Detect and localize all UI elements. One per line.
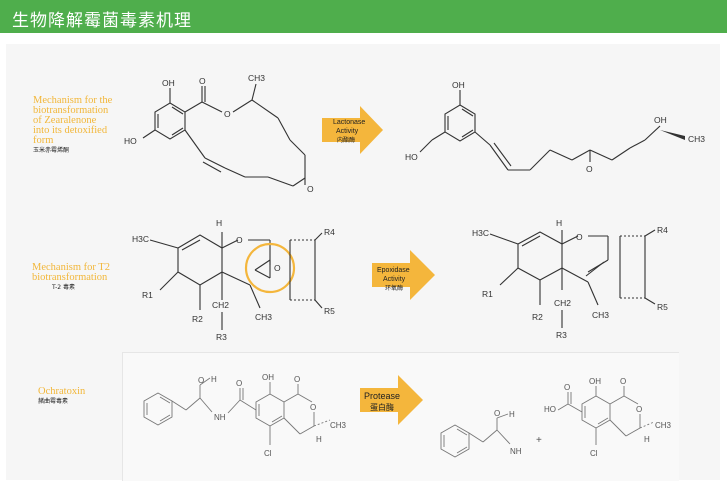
enzyme-activity: Activity [383,276,406,283]
atom-label: H [216,218,222,228]
mechanism-line: form [33,135,54,146]
atom-label: CH3 [330,421,347,430]
atom-label: O [576,232,583,242]
atom-label: H [211,375,217,384]
mechanism-label-ochratoxin: Ochratoxin 赭曲霉毒素 [38,386,86,406]
atom-label: CH3 [688,134,705,144]
atom-label: OH [262,373,274,382]
page-title: 生物降解霉菌毒素机理 [12,11,192,31]
enzyme-activity: Activity [336,128,359,135]
atom-label: R2 [192,314,203,324]
protease-arrow: Protease 蛋白酶 [360,375,423,425]
atom-label: O [294,375,300,384]
mechanism-line: biotransformation [32,272,108,283]
header-bar: 生物降解霉菌毒素机理 [0,0,727,33]
zearalenone-structure: OH HO O O CH3 O [124,73,314,194]
atom-label: O [564,383,570,392]
atom-label: O [494,409,500,418]
plus-sign: + [536,435,542,446]
atom-label: CH2 [554,298,571,308]
lactonase-arrow: Lactonase Activity 内酯酶 [322,106,383,154]
atom-label: O [236,379,242,388]
atom-label: R5 [324,306,335,316]
atom-label: OH [654,115,667,125]
enzyme-cn: 内酯酶 [337,136,355,144]
atom-label: R2 [532,312,543,322]
atom-label: O [310,403,316,412]
zearalenone-product-structure: OH HO O OH CH3 [405,80,705,174]
atom-label: R1 [142,290,153,300]
atom-label: R1 [482,289,493,299]
mechanism-line: of Zearalenone [33,115,97,126]
atom-label: O [620,377,626,386]
t2-structure: H3C R1 R2 O H CH2 R3 CH3 O R4 R5 [132,218,335,342]
atom-label: OH [589,377,601,386]
mechanism-line: biotransformation [33,105,109,116]
enzyme-name: Epoxidase [377,267,410,274]
atom-label: HO [124,136,137,146]
atom-label: R3 [216,332,227,342]
atom-label: O [636,405,642,414]
atom-label: NH [510,447,522,456]
mechanism-line: Ochratoxin [38,386,86,397]
atom-label: O [586,164,593,174]
enzyme-name: Lactonase [333,119,365,126]
atom-label: HO [405,152,418,162]
enzyme-cn: 蛋白酶 [370,402,394,412]
atom-label: CH3 [655,421,672,430]
mechanism-line: into its detoxified [33,125,108,136]
mechanism-subtitle-cn: 玉米赤霉烯酮 [33,147,70,154]
atom-label: H3C [132,234,149,244]
atom-label: Cl [590,449,598,458]
atom-label: O [236,235,243,245]
mechanism-line: Mechanism for the [33,95,113,106]
ochratoxin-products: O H NH + HO O OH O O CH3 H Cl [440,377,672,458]
atom-label: R4 [657,225,668,235]
atom-label: O [199,76,206,86]
epoxidase-arrow: Epoxidase Activity 环氧酶 [372,250,435,300]
atom-label: NH [214,413,226,422]
mechanism-label-t2: Mechanism for T2 biotransformation T-2 毒… [32,262,110,292]
mechanism-subtitle-cn: T-2 毒素 [52,284,76,291]
atom-label: H [556,218,562,228]
atom-label: O [274,263,281,273]
atom-label: CH3 [592,310,609,320]
atom-label: H [509,410,515,419]
enzyme-cn: 环氧酶 [385,284,403,292]
enzyme-name: Protease [364,391,400,401]
atom-label: OH [162,78,175,88]
atom-label: CH2 [212,300,229,310]
atom-label: CH3 [248,73,265,83]
atom-label: O [224,109,231,119]
mechanism-label-zearalenone: Mechanism for the biotransformation of Z… [33,95,113,155]
atom-label: O [198,376,204,385]
atom-label: R4 [324,227,335,237]
atom-label: OH [452,80,465,90]
epoxide-highlight [244,242,296,294]
atom-label: HO [544,405,556,414]
atom-label: R3 [556,330,567,340]
atom-label: O [307,184,314,194]
ochratoxin-structure: O H NH O OH O O CH3 H Cl [143,373,347,458]
atom-label: CH3 [255,312,272,322]
atom-label: H [644,435,650,444]
atom-label: Cl [264,449,272,458]
atom-label: H3C [472,228,489,238]
atom-label: H [316,435,322,444]
mechanism-subtitle-cn: 赭曲霉毒素 [38,398,69,405]
atom-label: R5 [657,302,668,312]
t2-product-structure: H3C R1 R2 H O CH2 R3 CH3 R4 R5 [472,218,668,340]
mechanism-line: Mechanism for T2 [32,262,110,273]
